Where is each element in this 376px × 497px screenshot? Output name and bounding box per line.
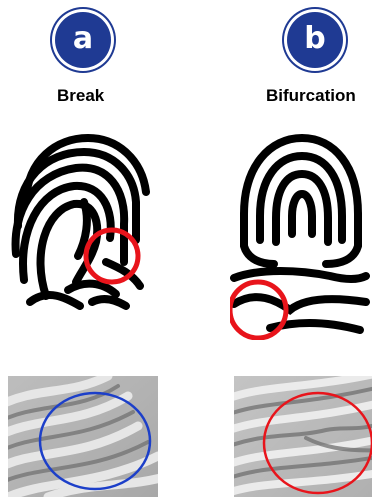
panel-a-badge: a	[55, 12, 111, 68]
panel-break: a Break	[0, 0, 188, 497]
panel-bifurcation: b Bifurcation	[188, 0, 376, 497]
panel-a-label: Break	[57, 86, 104, 106]
panel-b-badge: b	[287, 12, 343, 68]
fingerprint-bifurcation	[230, 130, 370, 340]
bifurcation-image-patch	[234, 376, 372, 497]
fingerprint-break	[6, 130, 156, 310]
panel-b-label: Bifurcation	[266, 86, 356, 106]
break-image-patch	[8, 376, 158, 497]
bifurcation-highlight-circle	[230, 282, 286, 338]
